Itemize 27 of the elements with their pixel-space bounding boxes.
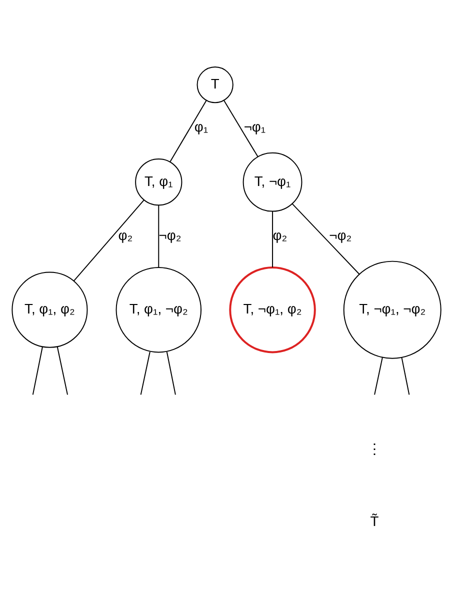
label: ⋮ [368, 440, 382, 456]
node-circle: T [196, 66, 234, 103]
connector [32, 346, 43, 395]
connector [272, 210, 274, 268]
connector [73, 199, 144, 282]
connector [224, 100, 258, 157]
node-circle: T, φ₁, φ₂ [12, 271, 88, 348]
node-circle: T, ¬φ₁, φ₂ [229, 266, 316, 353]
edge-label: ¬φ₁ [244, 118, 266, 134]
connector [140, 350, 150, 395]
edge-label: φ₂ [272, 226, 288, 242]
edge-label: ¬φ₂ [329, 226, 352, 242]
node-circle: T, ¬φ₁ [242, 152, 302, 212]
connector [170, 100, 207, 162]
connector [158, 204, 160, 268]
edge-label: φ₁ [194, 118, 208, 134]
node-circle: T, ¬φ₁, ¬φ₂ [343, 260, 442, 358]
connector [166, 350, 176, 395]
node-circle: T, φ₁, ¬φ₂ [116, 266, 202, 352]
edge-label: ¬φ₂ [158, 226, 182, 242]
connector [292, 202, 360, 274]
connector [401, 356, 410, 395]
edge-label: φ₂ [118, 226, 133, 242]
connector [374, 356, 383, 395]
node-circle: T, φ₁ [135, 158, 182, 206]
connector [56, 345, 68, 395]
label: T̃ [370, 512, 379, 528]
